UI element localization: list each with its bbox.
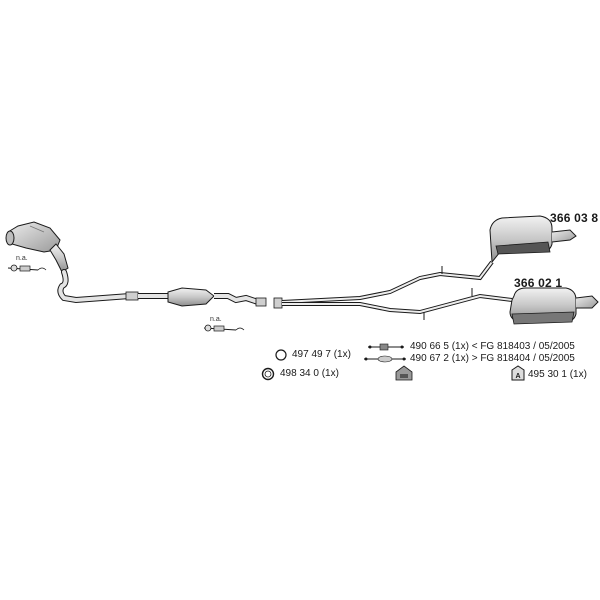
- front-catalytic-converter: [5, 221, 69, 273]
- middle-catalytic-converter: [167, 287, 267, 307]
- svg-text:A: A: [515, 373, 520, 380]
- ring-icon: [275, 349, 287, 361]
- hanger-rubber-strap-long-icon: [364, 355, 406, 363]
- front-pipe: [57, 269, 168, 304]
- mounting-bracket-icon: [395, 365, 413, 381]
- na-note-middle: n.a.: [210, 316, 222, 323]
- legend-hanger-long-text: 490 67 2 (1x) > FG 818404 / 05/2005: [410, 353, 575, 364]
- lambda-sensor-left: [7, 264, 47, 272]
- part-number-lower-silencer: 366 02 1: [514, 276, 563, 290]
- assembly-kit-icon: A: [511, 365, 525, 381]
- intermediate-pipe: [273, 260, 513, 320]
- legend-ring-text: 497 49 7 (1x): [292, 349, 351, 360]
- lambda-sensor-middle: [203, 324, 245, 332]
- hanger-rubber-strap-icon: [368, 343, 404, 351]
- na-note-left: n.a.: [16, 255, 28, 262]
- part-number-upper-silencer: 366 03 8: [550, 211, 599, 225]
- legend-assembly-kit-text: 495 30 1 (1x): [528, 369, 587, 380]
- legend-gasket-text: 498 34 0 (1x): [280, 368, 339, 379]
- main-silencer-upper: [489, 215, 577, 264]
- legend-hanger-short-text: 490 66 5 (1x) < FG 818403 / 05/2005: [410, 341, 575, 352]
- gasket-icon: [261, 367, 275, 381]
- main-silencer-lower: [509, 287, 599, 325]
